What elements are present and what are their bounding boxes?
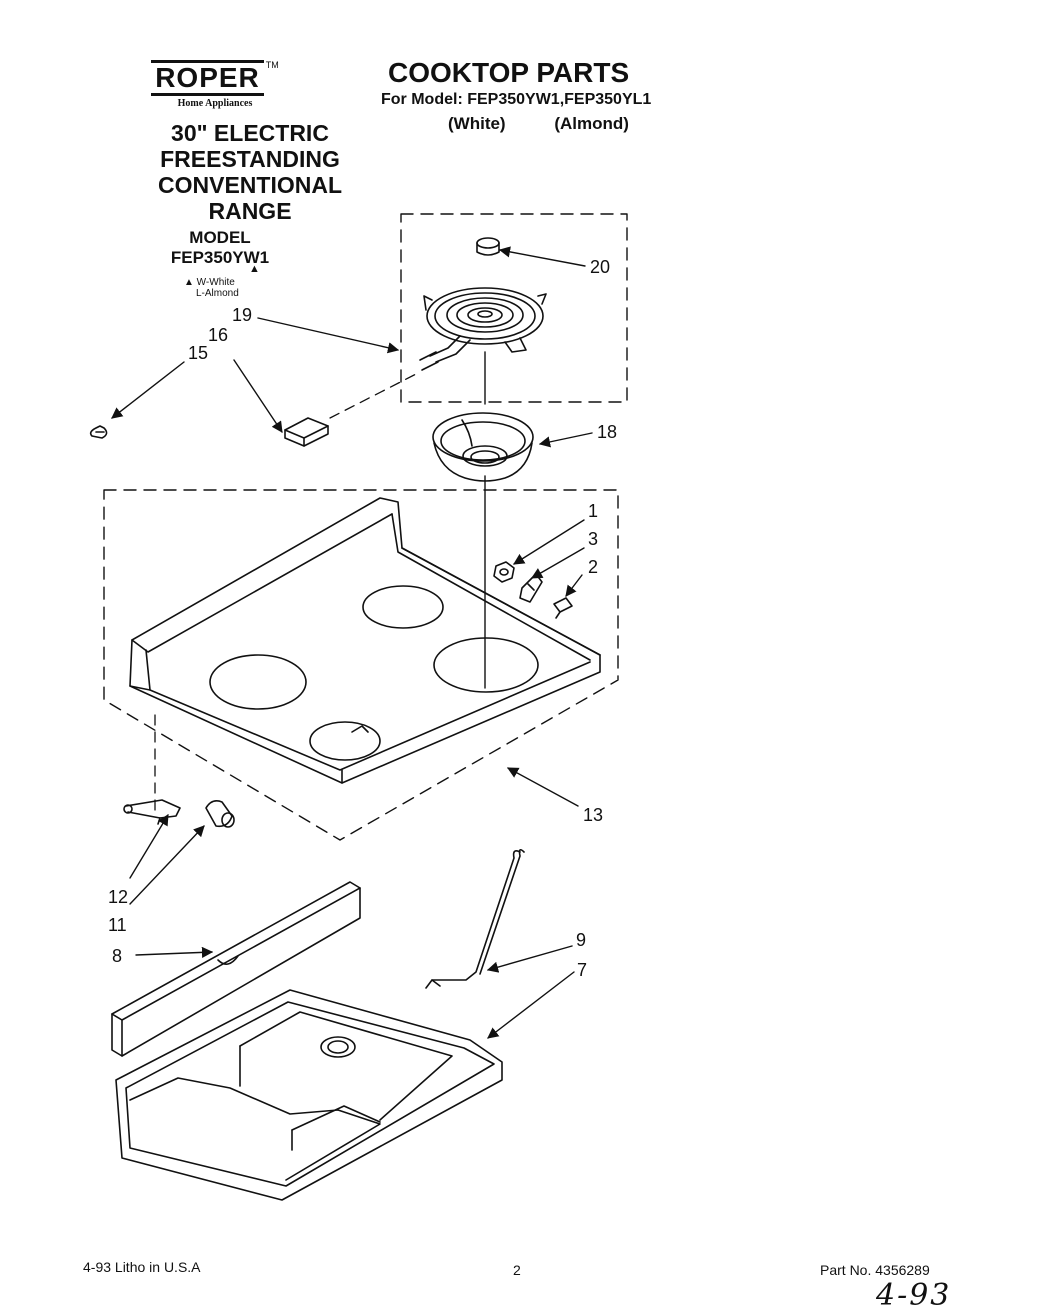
model-marker: ▲ (249, 263, 260, 275)
callout-18: 18 (597, 422, 618, 442)
legend-almond: L-Almond (196, 288, 239, 299)
callout-16: 16 (208, 325, 229, 345)
color-line: (White) (Almond) (448, 114, 629, 134)
model-label: MODEL (189, 228, 251, 247)
model-block: MODEL FEP350YW1 (160, 228, 280, 268)
drip-bowl (432, 412, 534, 482)
cooktop-group-box (103, 489, 619, 841)
leader-lines (111, 246, 593, 1039)
color-almond: (Almond) (554, 114, 629, 133)
connection-lines (154, 371, 421, 811)
bumper (205, 800, 235, 828)
surface-element (419, 287, 547, 371)
screw (553, 597, 573, 619)
callout-9: 9 (576, 930, 587, 950)
element-group-box (400, 213, 628, 403)
range-title-line: RANGE (208, 198, 292, 224)
color-white: (White) (448, 114, 506, 133)
color-legend: ▲ W-White L-Almond (184, 277, 239, 299)
element-cap-part-20 (476, 237, 500, 256)
support-rod (425, 848, 525, 989)
range-title-line: CONVENTIONAL (158, 172, 342, 198)
callout-3: 3 (588, 529, 599, 549)
range-title-line: FREESTANDING (160, 146, 340, 172)
callout-8: 8 (112, 946, 123, 966)
model-number: FEP350YW1 (170, 248, 270, 267)
callout-7: 7 (577, 960, 588, 980)
callout-13: 13 (583, 805, 604, 825)
logo-subtitle: Home Appliances (177, 98, 253, 109)
callout-2: 2 (588, 557, 599, 577)
range-title: 30" ELECTRIC FREESTANDING CONVENTIONAL R… (100, 120, 400, 224)
callout-19: 19 (232, 305, 253, 325)
callout-11: 11 (108, 915, 127, 935)
page-title: COOKTOP PARTS (388, 57, 630, 88)
model-line: For Model: FEP350YW1,FEP350YL1 (381, 91, 652, 108)
range-title-line: 30" ELECTRIC (171, 120, 329, 146)
footer-part-number: Part No. 4356289 (820, 1262, 930, 1278)
footer-litho: 4-93 Litho in U.S.A (83, 1259, 201, 1275)
rear-support (111, 881, 361, 1057)
callout-1: 1 (588, 501, 599, 521)
legend-white: ▲ W-White (184, 277, 235, 288)
cooktop (129, 497, 601, 784)
callout-12: 12 (108, 887, 129, 907)
burner-box (115, 989, 503, 1201)
clip (89, 425, 108, 439)
nut (493, 561, 515, 583)
callout-15: 15 (188, 343, 209, 363)
footer-page-number: 2 (513, 1262, 521, 1278)
hinge (123, 799, 181, 825)
bracket (519, 573, 543, 603)
logo-brand: ROPER (151, 60, 264, 96)
handwritten-date: 4-93 (876, 1278, 952, 1313)
terminal-block (284, 417, 329, 447)
callout-20: 20 (590, 257, 611, 277)
logo-trademark: TM (265, 60, 279, 70)
